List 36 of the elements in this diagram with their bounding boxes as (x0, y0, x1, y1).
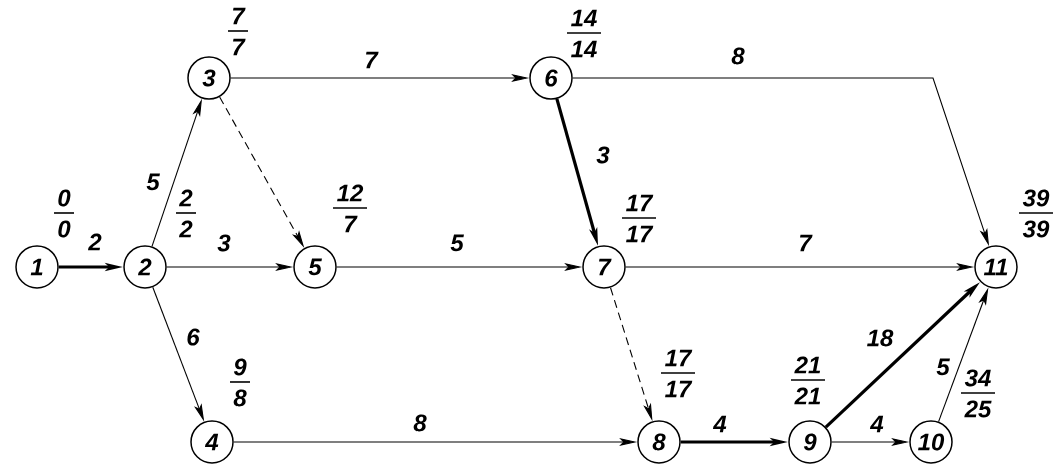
fraction-denominator: 21 (794, 387, 821, 405)
edge-label: 4 (869, 414, 885, 434)
edge-label: 3 (216, 233, 232, 253)
fraction-denominator: 7 (233, 38, 246, 56)
fraction-numerator: 9 (233, 358, 247, 376)
fraction-numerator: 14 (571, 9, 597, 27)
fraction-numerator: 17 (626, 194, 654, 212)
edge-label: 5 (935, 357, 951, 377)
fraction-numerator: 34 (964, 369, 991, 387)
edge-label: 5 (145, 172, 161, 192)
fraction-denominator: 17 (665, 380, 693, 398)
edge-label: 7 (363, 50, 379, 70)
fraction-denominator: 2 (178, 220, 193, 238)
fraction-denominator: 7 (345, 215, 358, 233)
fraction-denominator: 0 (58, 220, 71, 238)
fraction-numerator: 0 (58, 189, 71, 207)
edge-label: 3 (595, 145, 611, 165)
edge-label: 2 (87, 232, 103, 252)
edge-label: 5 (449, 233, 465, 253)
fraction-denominator: 39 (1022, 220, 1050, 238)
edge-label: 8 (730, 46, 746, 66)
edge-label: 8 (412, 413, 428, 433)
fraction-numerator: 39 (1022, 189, 1050, 207)
fraction-numerator: 2 (178, 189, 193, 207)
fraction-numerator: 17 (665, 349, 693, 367)
edge-label: 4 (712, 414, 728, 434)
edge-label: 6 (185, 327, 201, 347)
fraction-denominator: 25 (964, 400, 992, 418)
edge-label: 7 (797, 233, 813, 253)
fraction-denominator: 17 (626, 225, 654, 243)
fraction-numerator: 12 (337, 184, 364, 202)
fraction-denominator: 8 (233, 389, 247, 407)
edge-label: 18 (865, 328, 895, 348)
fraction-numerator: 7 (233, 7, 246, 25)
fraction-numerator: 21 (794, 356, 821, 374)
fraction-denominator: 14 (571, 40, 597, 58)
